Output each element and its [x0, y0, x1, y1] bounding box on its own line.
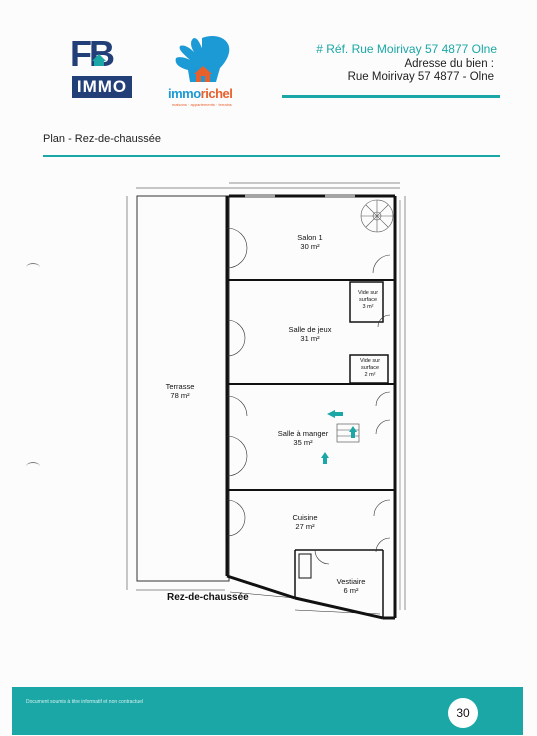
room-area: 2 m²: [364, 372, 376, 378]
header-divider: [282, 95, 500, 98]
room-label-salle-a-manger: Salle à manger 35 m²: [270, 429, 336, 447]
room-label-salon: Salon 1 30 m²: [285, 233, 335, 251]
fb-logo-word: IMMO: [72, 76, 132, 98]
room-label-vestiaire: Vestiaire 6 m²: [328, 577, 374, 595]
room-label-vide-1: Vide sur surface 3 m²: [352, 290, 384, 311]
room-label-terrasse: Terrasse 78 m²: [155, 382, 205, 400]
floor-plan: [126, 182, 406, 620]
footer-band: Document soumis à titre informatif et no…: [12, 687, 523, 735]
address-label: Adresse du bien :: [404, 58, 494, 70]
room-label-salle-de-jeux: Salle de jeux 31 m²: [280, 325, 340, 343]
hole-punch-mark: [26, 263, 40, 272]
room-name: Terrasse: [165, 382, 195, 391]
plan-caption: Rez-de-chaussée: [167, 592, 249, 603]
room-name: Cuisine: [292, 513, 318, 522]
page-number: 30: [448, 698, 478, 728]
hole-punch-mark: [26, 462, 40, 471]
disclaimer-text: Document soumis à titre informatif et no…: [26, 699, 143, 705]
room-label-cuisine: Cuisine 27 m²: [280, 513, 330, 531]
hand-house-icon: [175, 36, 230, 82]
room-area: 3 m²: [362, 304, 374, 310]
room-area: 30 m²: [300, 242, 320, 251]
room-area: 78 m²: [170, 391, 190, 400]
property-address: Rue Moirivay 57 4877 - Olne: [347, 71, 494, 83]
property-reference: # Réf. Rue Moirivay 57 4877 Olne: [316, 42, 497, 56]
room-name: Vide sur surface: [357, 290, 379, 303]
wordmark-part-1: immo: [168, 86, 201, 101]
room-area: 6 m²: [343, 586, 359, 595]
section-divider: [43, 155, 500, 157]
room-label-vide-2: Vide sur surface 2 m²: [352, 358, 388, 379]
fb-logo-letters: FB: [70, 33, 115, 74]
house-roof-icon: [92, 54, 106, 66]
immorichel-tagline: maisons · appartements · terrains: [172, 102, 232, 107]
wordmark-part-2: richel: [200, 86, 233, 101]
room-name: Vestiaire: [336, 577, 366, 586]
room-name: Salon 1: [297, 233, 323, 242]
fb-immo-logo: FB IMMO: [70, 36, 136, 102]
immorichel-logo: immorichel maisons · appartements · terr…: [168, 34, 248, 108]
room-area: 27 m²: [295, 522, 315, 531]
room-name: Salle de jeux: [288, 325, 332, 334]
room-area: 31 m²: [300, 334, 320, 343]
section-title: Plan - Rez-de-chaussée: [43, 133, 162, 145]
immorichel-wordmark: immorichel: [168, 86, 233, 101]
room-name: Salle à manger: [277, 429, 329, 438]
room-area: 35 m²: [293, 438, 313, 447]
room-name: Vide sur surface: [359, 358, 381, 371]
